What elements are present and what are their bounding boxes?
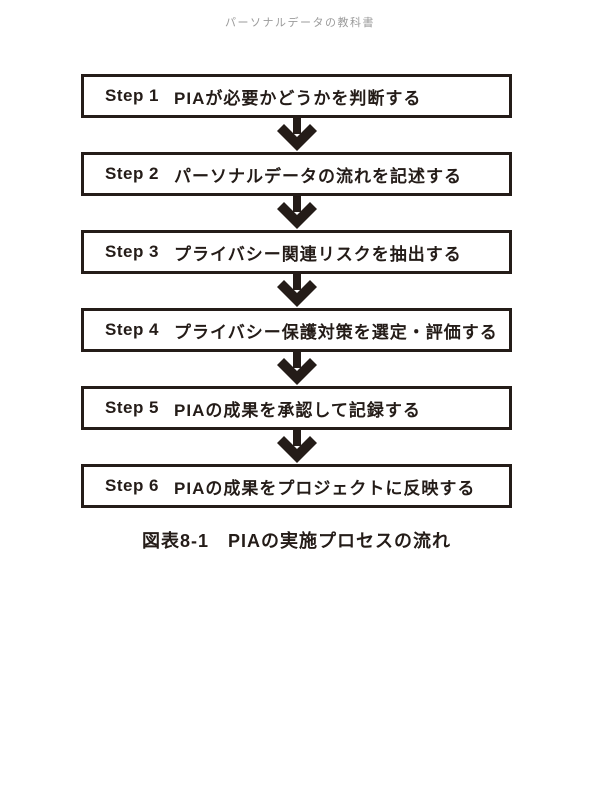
down-arrow-icon	[276, 352, 317, 385]
flow-connector	[81, 352, 512, 386]
flow-step-1: Step 1 PIAが必要かどうかを判断する	[81, 74, 512, 118]
figure-caption: 図表8-1 PIAの実施プロセスの流れ	[141, 531, 452, 551]
step-label: Step 6	[105, 476, 160, 495]
flow-connector	[81, 274, 512, 308]
pia-process-flowchart: Step 1 PIAが必要かどうかを判断する Step 2 パーソナルデータの流…	[81, 74, 512, 553]
down-arrow-icon	[276, 196, 317, 229]
step-label: Step 4	[105, 320, 160, 339]
step-label: Step 5	[105, 398, 160, 417]
step-text: パーソナルデータの流れを記述する	[174, 166, 463, 186]
down-arrow-icon	[276, 274, 317, 307]
flow-step-3: Step 3 プライバシー関連リスクを抽出する	[81, 230, 512, 274]
flow-connector	[81, 118, 512, 152]
flow-step-6: Step 6 PIAの成果をプロジェクトに反映する	[81, 464, 512, 508]
step-label: Step 1	[105, 86, 160, 105]
flow-connector	[81, 430, 512, 464]
step-label: Step 3	[105, 242, 160, 261]
flow-step-4: Step 4 プライバシー保護対策を選定・評価する	[81, 308, 512, 352]
step-text: PIAの成果を承認して記録する	[174, 400, 421, 420]
flow-connector	[81, 196, 512, 230]
down-arrow-icon	[276, 430, 317, 463]
flow-step-5: Step 5 PIAの成果を承認して記録する	[81, 386, 512, 430]
step-text: プライバシー保護対策を選定・評価する	[174, 322, 498, 342]
step-text: PIAの成果をプロジェクトに反映する	[174, 478, 476, 498]
down-arrow-icon	[276, 118, 317, 151]
step-text: PIAが必要かどうかを判断する	[174, 88, 422, 108]
running-header: パーソナルデータの教科書	[225, 17, 375, 29]
step-text: プライバシー関連リスクを抽出する	[174, 244, 462, 264]
step-label: Step 2	[105, 164, 160, 183]
flow-step-2: Step 2 パーソナルデータの流れを記述する	[81, 152, 512, 196]
